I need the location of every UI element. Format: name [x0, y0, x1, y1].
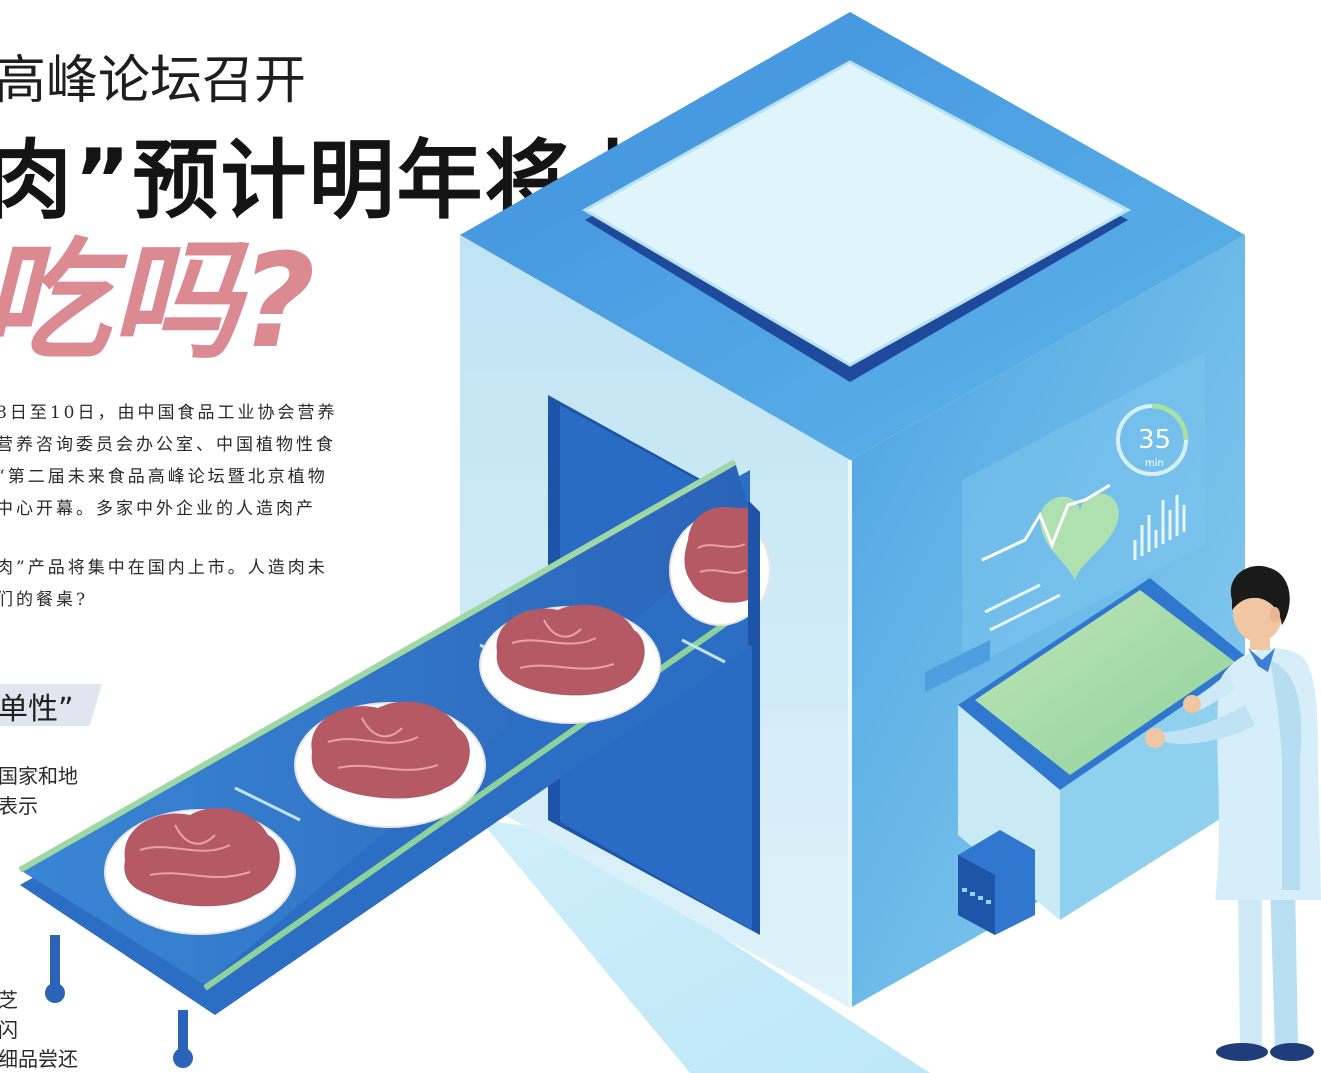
intro-line-3: “第二届未来食品高峰论坛暨北京植物 [0, 467, 328, 487]
subheading: 单性” [0, 692, 74, 727]
intro-line-4: 中心开幕。多家中外企业的人造肉产 [0, 499, 316, 519]
meat-plate-1 [104, 807, 296, 935]
intro-line-1: 8日至10日，由中国食品工业协会营养 [0, 403, 338, 423]
fragment-c: 芝 [0, 988, 18, 1012]
timer-unit: min [1145, 458, 1164, 469]
top-panel [581, 60, 1132, 367]
heart-icon [1040, 493, 1119, 580]
headline-line-1: 高峰论坛召开 [0, 51, 307, 111]
meat-plate-4 [669, 506, 771, 626]
fragment-b: 表示 [0, 794, 38, 818]
intro-line-2: 营养咨询委员会办公室、中国植物性食 [0, 435, 336, 455]
intro-line-7: 们的餐桌? [0, 590, 89, 610]
headline-line-3: 吃吗? [0, 225, 316, 377]
timer-value: 35 [1138, 425, 1171, 455]
scientist-figure [1145, 565, 1321, 1061]
pulse-line-icon [981, 483, 1111, 562]
intro-line-6: 肉”产品将集中在国内上市。人造肉未 [0, 558, 328, 578]
light-beam [480, 820, 930, 1073]
meat-plate-2 [294, 701, 486, 828]
fragment-e: 细品尝还 [0, 1047, 78, 1071]
console-screen [975, 590, 1235, 775]
subheading-bar [0, 684, 102, 726]
fragment-a: 国家和地 [0, 764, 78, 788]
fragment-d: 闪 [0, 1018, 18, 1042]
meat-plate-3 [479, 604, 661, 724]
bar-graph-icon [1133, 495, 1186, 560]
